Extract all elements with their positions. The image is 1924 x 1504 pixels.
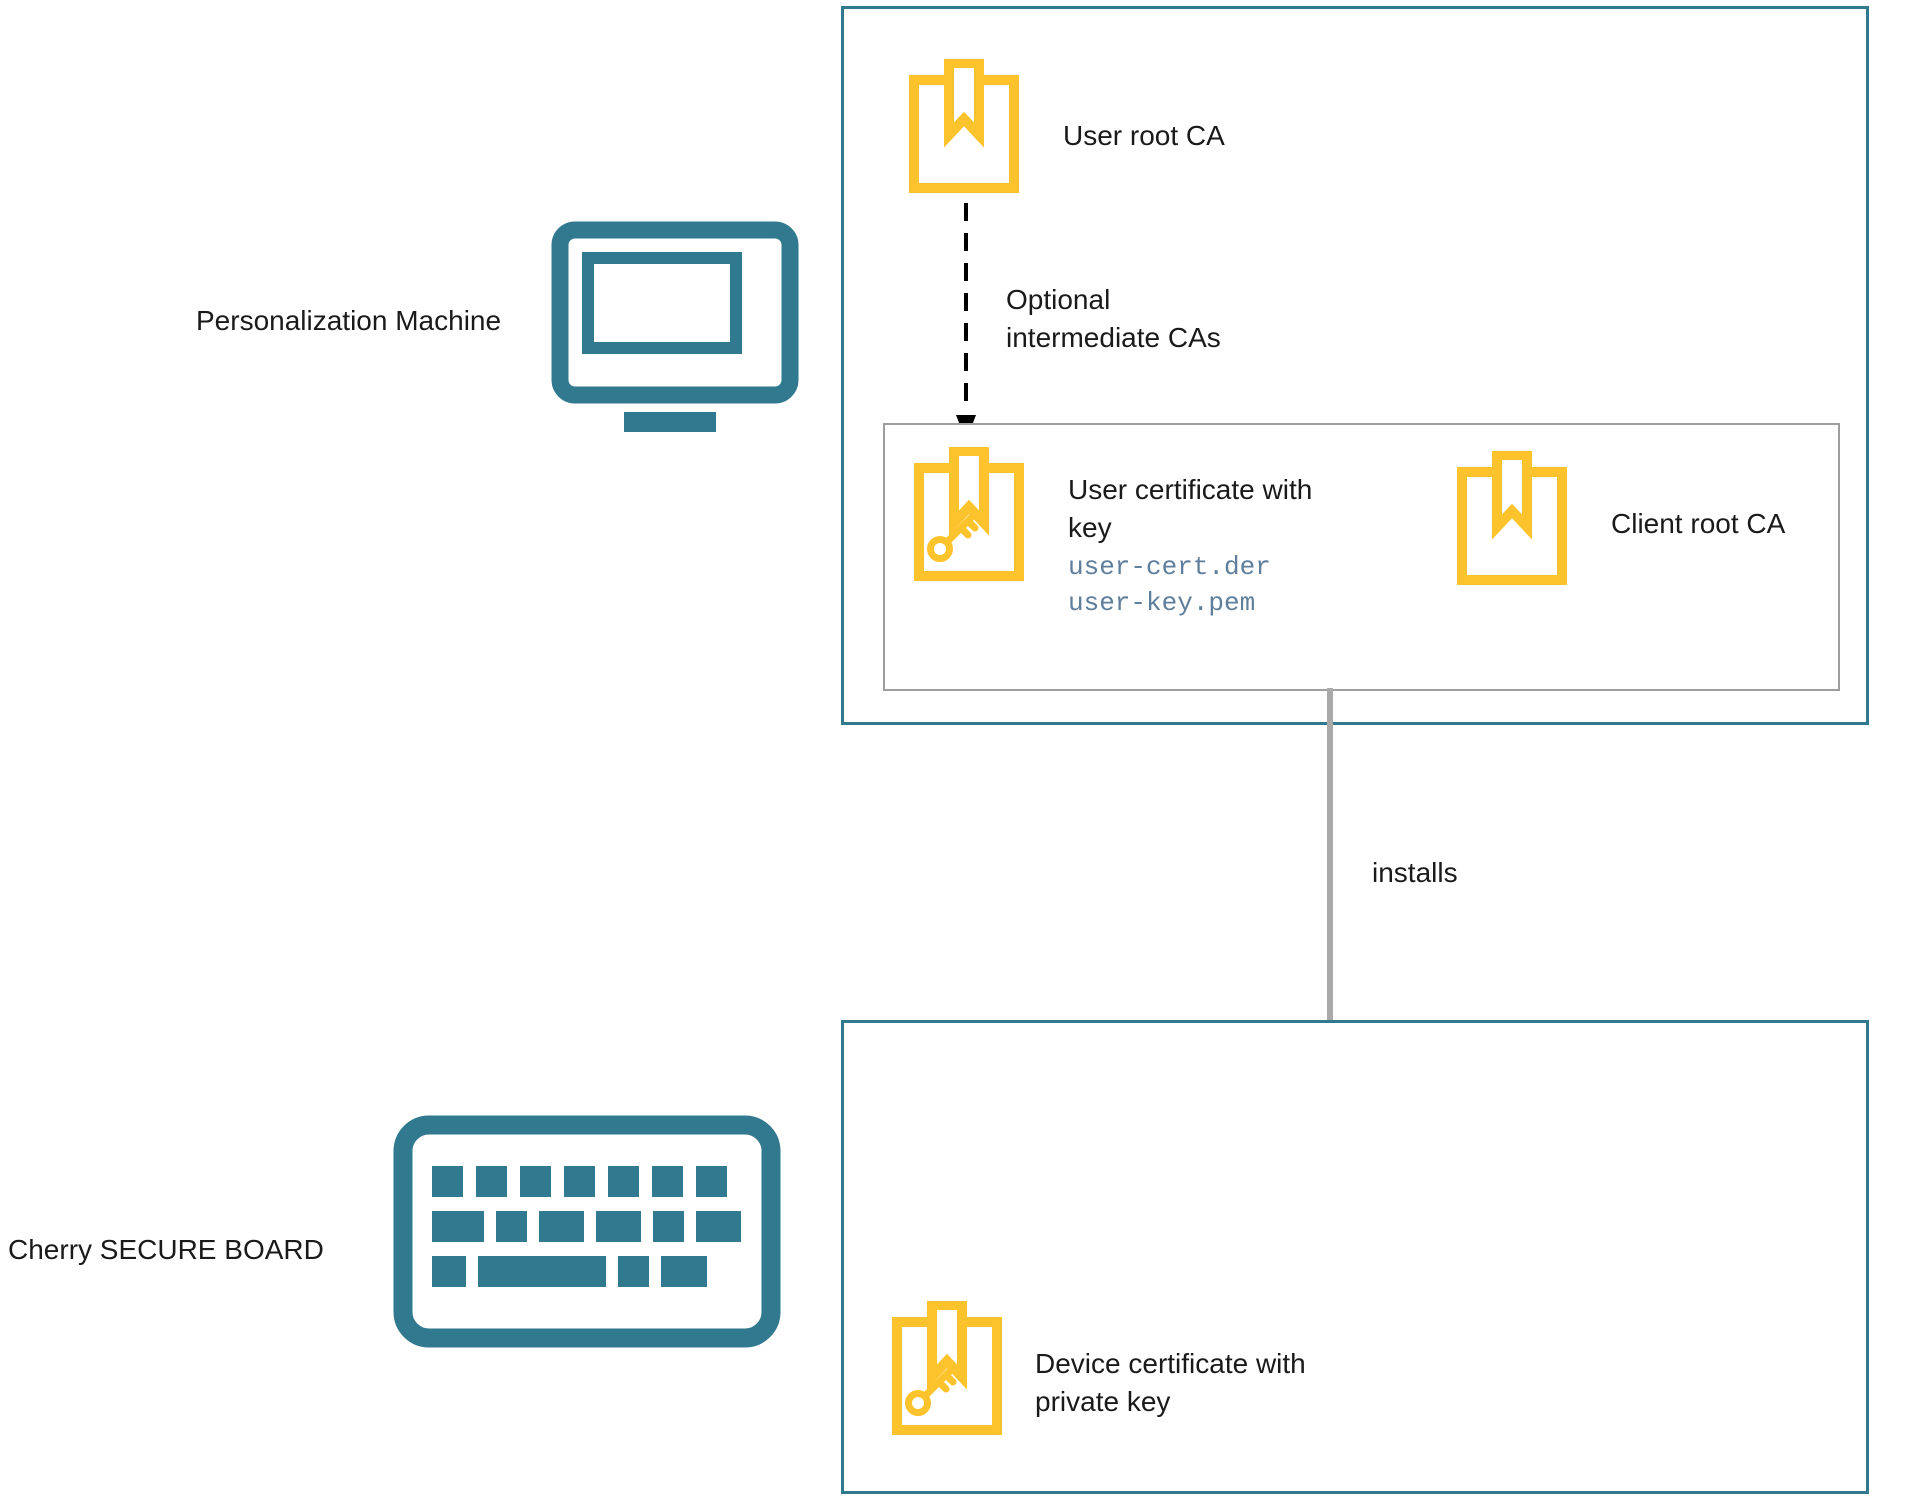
intermediate-ca-arrow — [956, 203, 976, 441]
keyboard-icon — [393, 1115, 781, 1348]
user-certificate-label: User certificate with key — [1068, 474, 1313, 543]
certificate-with-key-icon — [914, 447, 1024, 581]
user-key-filename: user-key.pem — [1068, 588, 1256, 618]
cherry-secure-board-label: Cherry SECURE BOARD — [8, 1234, 324, 1265]
user-cert-filename: user-cert.der — [1068, 552, 1271, 582]
intermediate-ca-note: Optional intermediate CAs — [1006, 284, 1221, 353]
monitor-icon — [551, 221, 799, 432]
issued-certificates-box: User certificate with key user-cert.der … — [883, 423, 1840, 691]
client-root-ca-label: Client root CA — [1611, 508, 1786, 539]
installs-label: installs — [1372, 857, 1458, 888]
certificate-icon — [1457, 451, 1567, 585]
secure-board-box: Device certificate with private key — [841, 1020, 1869, 1494]
certificate-with-key-icon — [892, 1301, 1002, 1435]
personalization-machine-box: User root CA Optional intermediate CAs U… — [841, 6, 1869, 725]
device-certificate-label: Device certificate with private key — [1035, 1348, 1306, 1417]
certificate-icon — [909, 59, 1019, 193]
personalization-machine-label: Personalization Machine — [196, 305, 502, 336]
user-root-ca-label: User root CA — [1063, 120, 1225, 151]
